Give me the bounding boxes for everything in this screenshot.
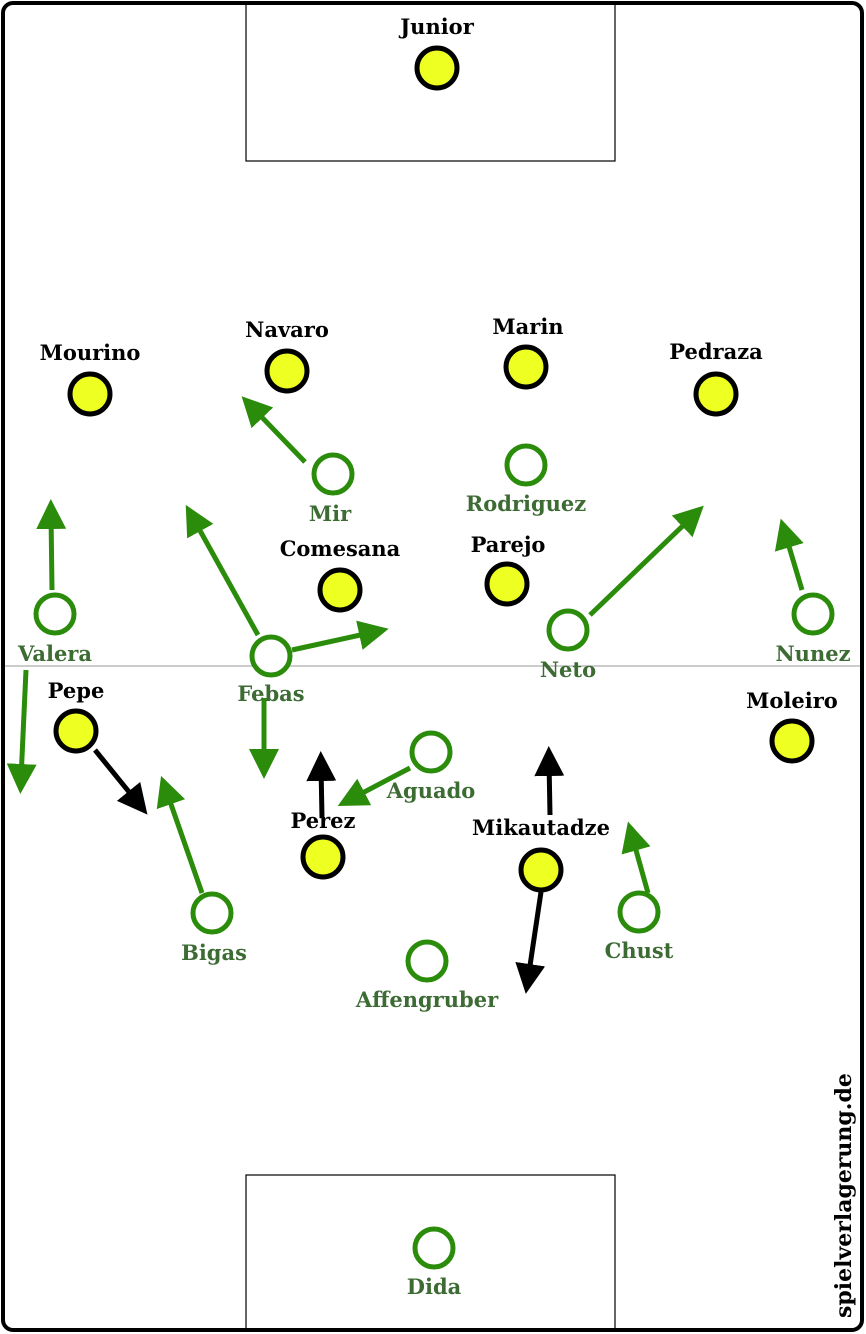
player-name: Nunez [775, 641, 850, 666]
watermark: spielverlagerung.de [831, 1073, 857, 1318]
movement-arrow [306, 751, 337, 819]
away-player-marker [311, 452, 355, 496]
home-player: Mourino [40, 340, 141, 417]
away-player: Nunez [775, 592, 851, 666]
player-name: Mikautadze [472, 815, 610, 840]
player-name: Junior [398, 14, 474, 39]
player-name: Navaro [245, 317, 329, 342]
movement-arrow [36, 499, 67, 591]
away-player-marker [504, 443, 548, 487]
player-name: Marin [492, 314, 563, 339]
player-name: Pepe [48, 678, 105, 703]
player-name: Febas [237, 681, 304, 706]
away-player-marker [546, 608, 590, 652]
movement-arrow [621, 821, 651, 894]
away-player: Neto [540, 608, 596, 682]
away-player-marker [33, 592, 77, 636]
home-player: Pedraza [669, 339, 763, 417]
player-name: Neto [540, 657, 596, 682]
away-player-marker [190, 891, 234, 935]
away-player-marker [249, 634, 293, 678]
home-player: Mikautadze [472, 815, 610, 893]
away-player: Febas [237, 634, 305, 706]
movement-arrow [93, 748, 148, 815]
movement-arrow [337, 765, 412, 806]
away-player: Affengruber [355, 939, 499, 1012]
away-player-marker [791, 592, 835, 636]
player-name: Comesana [280, 536, 401, 561]
away-player: Dida [407, 1226, 462, 1299]
home-player-marker [67, 371, 113, 417]
home-player-marker [53, 708, 99, 754]
away-player: Chust [605, 890, 674, 963]
movement-arrow [6, 669, 37, 794]
home-player-marker [414, 45, 460, 91]
home-player-marker [300, 834, 346, 880]
away-player: Mir [309, 452, 355, 526]
home-player: Marin [492, 314, 564, 390]
home-player-marker [484, 561, 530, 607]
away-player: Bigas [181, 891, 247, 965]
home-player-marker [503, 344, 549, 390]
player-name: Dida [407, 1274, 462, 1299]
home-player: Comesana [280, 536, 401, 613]
player-name: Parejo [471, 532, 546, 557]
player-name: Bigas [181, 940, 247, 965]
away-player-marker [617, 890, 661, 934]
home-player: Navaro [245, 317, 329, 394]
player-name: Mourino [40, 340, 141, 365]
home-player-marker [693, 371, 739, 417]
top-penalty-box [245, 2, 616, 162]
away-player: Aguado [386, 730, 476, 803]
away-player: Rodriguez [466, 443, 586, 516]
home-player-marker [264, 348, 310, 394]
movement-arrow [774, 518, 805, 591]
away-player-marker [412, 1226, 456, 1270]
player-name: Mir [309, 501, 352, 526]
movement-arrow [515, 891, 546, 994]
movement-arrow [185, 504, 261, 637]
home-player: Perez [291, 808, 356, 880]
away-player-marker [405, 939, 449, 983]
home-player: Moleiro [746, 688, 838, 764]
movement-arrow [241, 396, 307, 464]
movement-arrow [156, 775, 205, 894]
away-player-marker [409, 730, 453, 774]
home-player-marker [518, 847, 564, 893]
player-name: Pedraza [669, 339, 763, 364]
home-player-marker [769, 718, 815, 764]
player-name: Valera [17, 641, 92, 666]
away-player: Valera [17, 592, 92, 666]
player-name: Perez [291, 808, 356, 833]
movement-arrow [534, 746, 565, 816]
player-name: Moleiro [746, 688, 838, 713]
movement-arrow [291, 620, 389, 653]
home-player-marker [317, 567, 363, 613]
player-name: Aguado [386, 778, 476, 803]
player-name: Chust [605, 938, 674, 963]
home-player: Pepe [48, 678, 105, 754]
home-player: Junior [398, 14, 475, 91]
movement-arrow [588, 505, 704, 617]
player-name: Affengruber [355, 987, 499, 1012]
home-player: Parejo [471, 532, 546, 607]
bottom-penalty-box [245, 1174, 616, 1331]
player-name: Rodriguez [466, 491, 586, 516]
